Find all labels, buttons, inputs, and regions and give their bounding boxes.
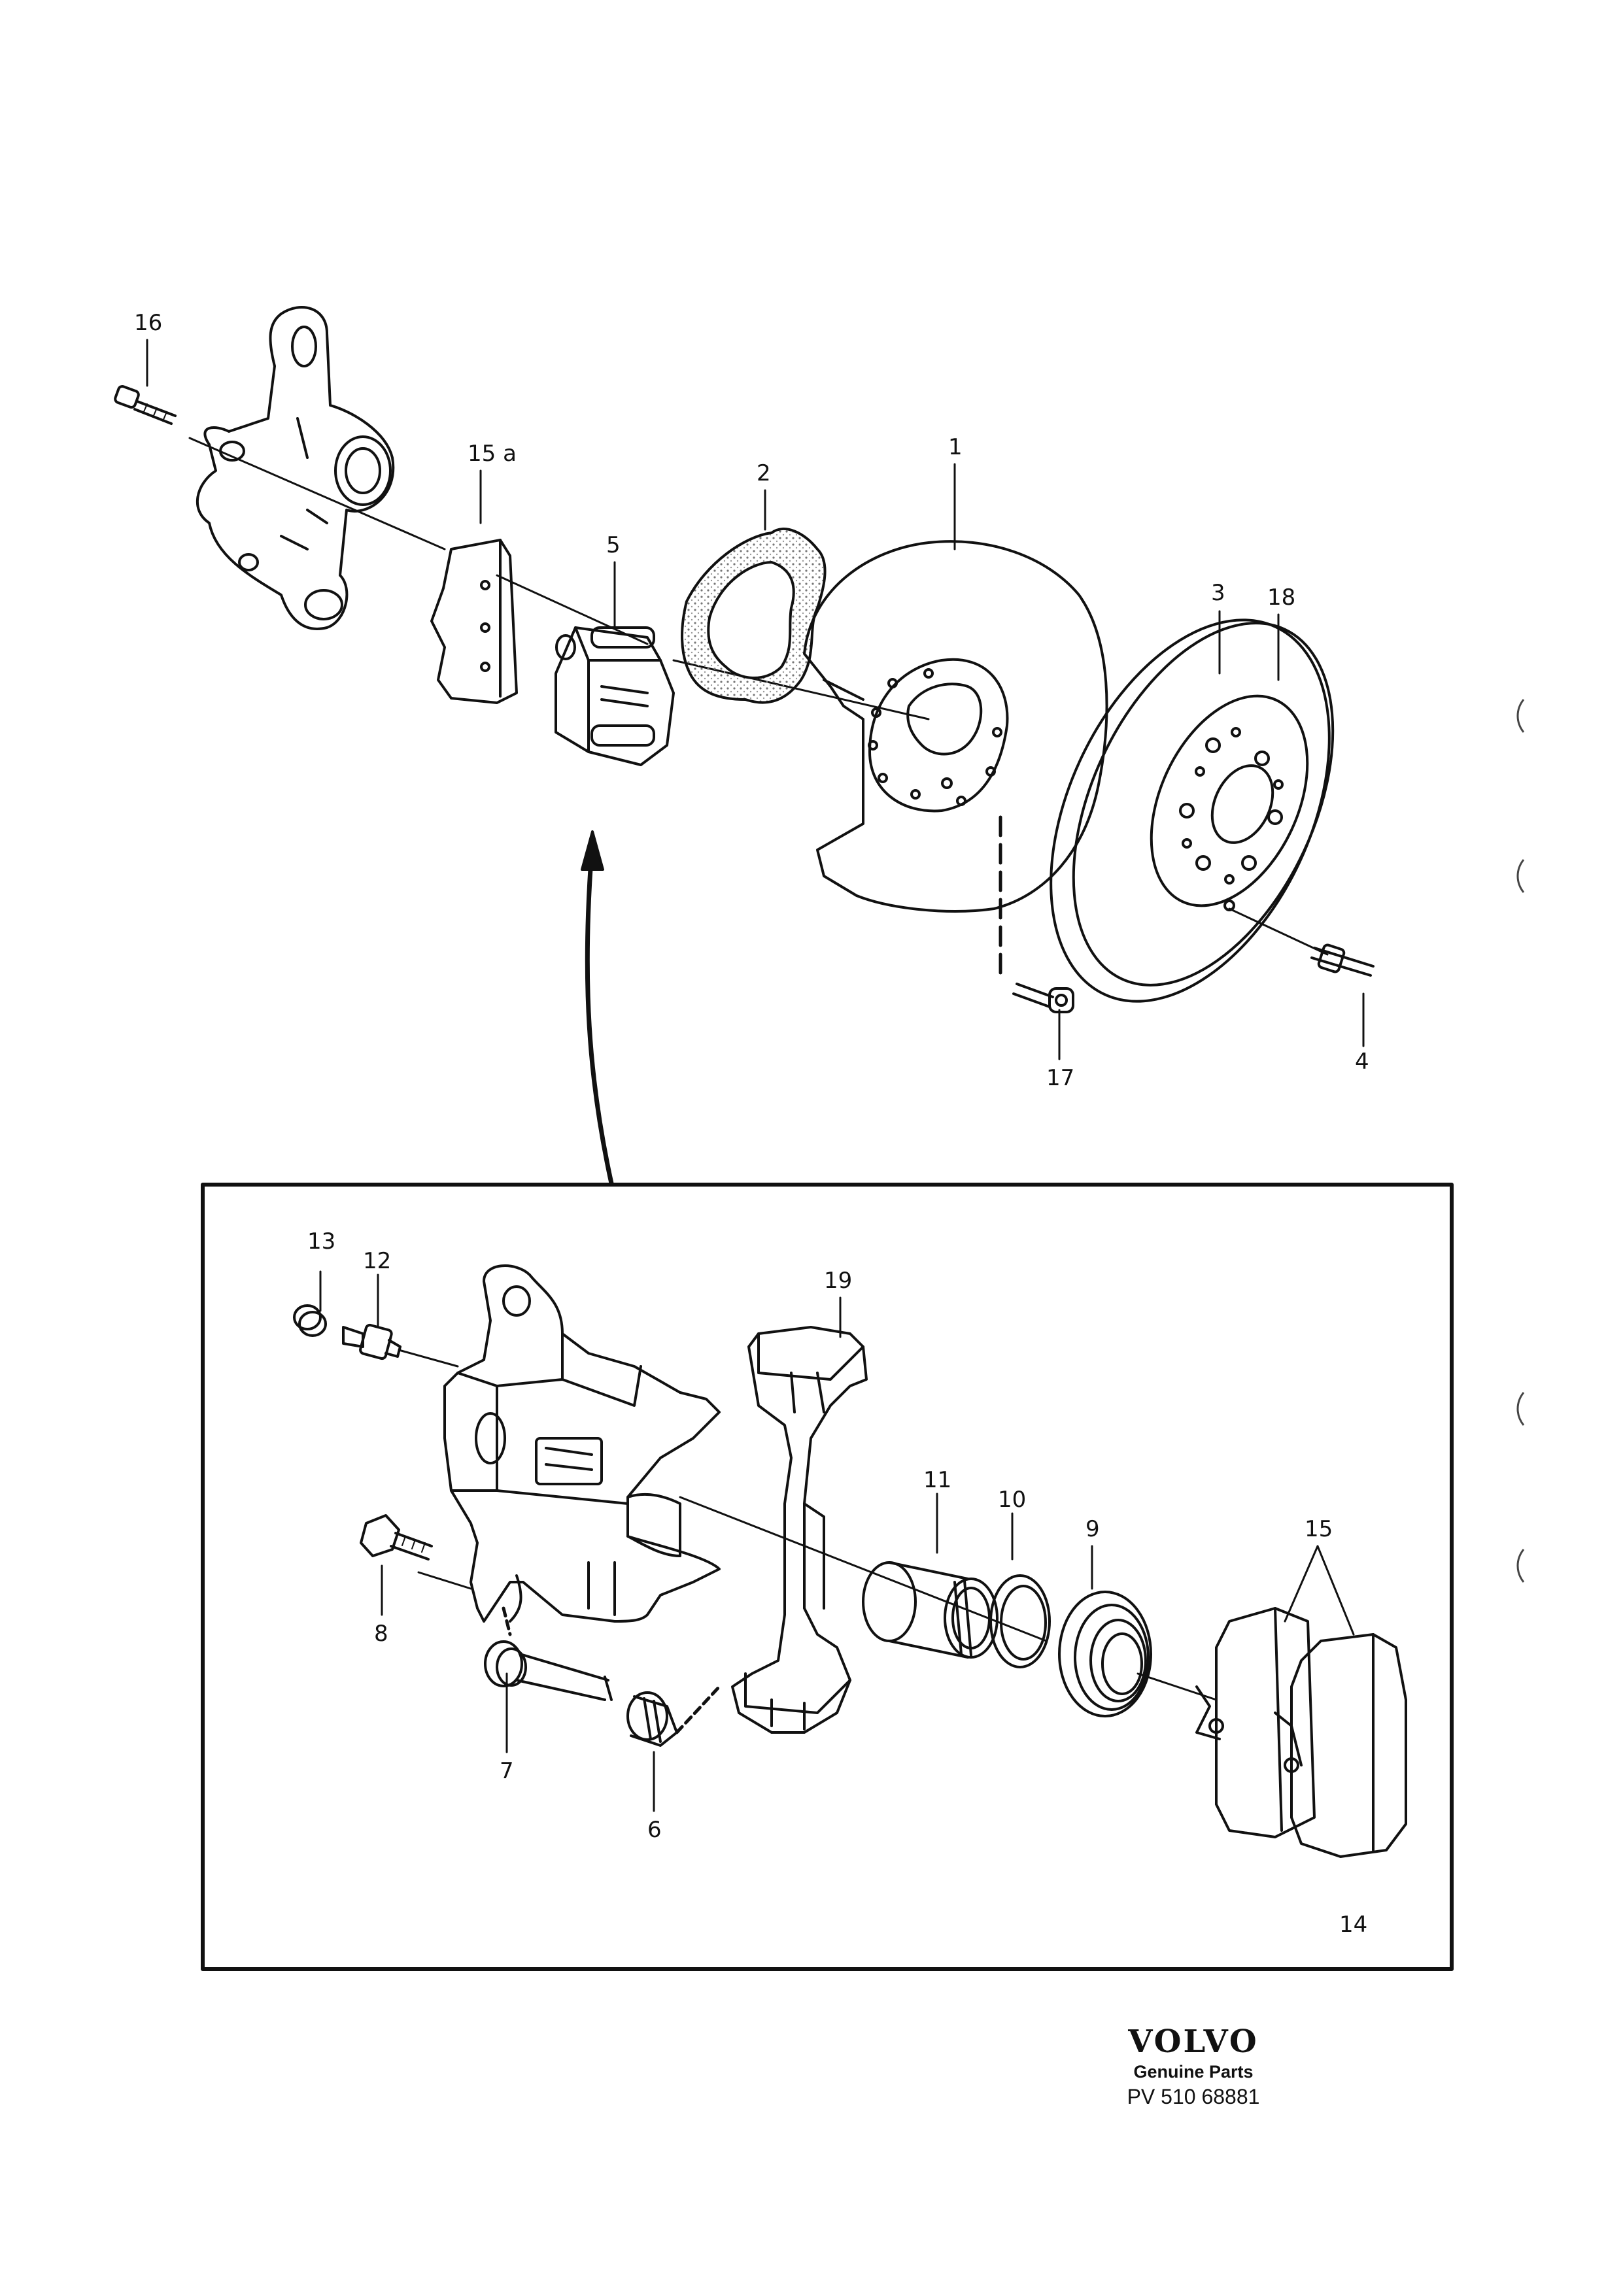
callout-19: 19 (824, 1268, 852, 1294)
callout-10: 10 (998, 1487, 1026, 1513)
margin-marks (1516, 699, 1525, 1583)
steering-knuckle-icon (196, 306, 395, 630)
callout-14: 14 (1339, 1912, 1367, 1938)
callout-18: 18 (1267, 584, 1295, 611)
dust-cap-13-icon (293, 1304, 327, 1337)
caliper-detail-frame (201, 1183, 1454, 1971)
piston-seal-10-icon (989, 1574, 1051, 1668)
wheel-stud-4-icon (1310, 943, 1375, 977)
gasket-2-icon (681, 528, 827, 704)
brand-block: VOLVO Genuine Parts PV 510 68881 (1085, 2023, 1301, 2110)
caliper-housing-icon (443, 1264, 721, 1623)
brand-logo: VOLVO (1128, 2023, 1259, 2060)
guide-pin-7-icon (484, 1606, 613, 1701)
brake-pads-15-icon (1195, 1607, 1407, 1858)
callout-16: 16 (134, 310, 162, 336)
callout-8: 8 (374, 1621, 388, 1647)
callout-3: 3 (1211, 580, 1225, 606)
dust-boot-9-icon (1058, 1591, 1152, 1717)
bleed-nipple-12-icon (342, 1323, 401, 1360)
callout-15a: 15 a (468, 441, 517, 467)
screw-17-icon (999, 815, 1074, 1013)
carrier-bracket-19-icon (731, 1326, 868, 1734)
assembly-axis-line (188, 437, 1329, 956)
mounting-bracket-15a-icon (430, 539, 518, 704)
bolt-16-icon (114, 385, 177, 425)
callout-9: 9 (1085, 1516, 1100, 1542)
callout-17: 17 (1046, 1065, 1074, 1091)
piston-11-icon (862, 1561, 999, 1659)
leader-lines (146, 339, 1365, 1812)
diagram-code: PV 510 68881 (1127, 2085, 1260, 2108)
guide-boot-6-icon (626, 1685, 721, 1747)
callout-15: 15 (1305, 1516, 1333, 1542)
callout-labels: 16 15 a 2 5 1 3 18 4 17 13 12 19 11 10 9… (134, 310, 1369, 1938)
caliper-5-icon (555, 626, 675, 766)
brake-disc-3-icon (1050, 618, 1335, 1003)
brand-subtitle: Genuine Parts (1133, 2062, 1254, 2082)
splash-shield-1-icon (803, 540, 1108, 913)
callout-6: 6 (647, 1817, 662, 1843)
detail-pointer-arrow (581, 830, 614, 1186)
callout-4: 4 (1355, 1049, 1369, 1075)
callout-11: 11 (923, 1467, 951, 1493)
callout-13: 13 (307, 1228, 335, 1255)
callout-12: 12 (363, 1248, 391, 1274)
guide-bolt-8-icon (360, 1514, 433, 1561)
callout-7: 7 (500, 1758, 514, 1784)
callout-2: 2 (757, 460, 771, 486)
callout-5: 5 (606, 532, 621, 558)
callout-1: 1 (948, 434, 963, 460)
